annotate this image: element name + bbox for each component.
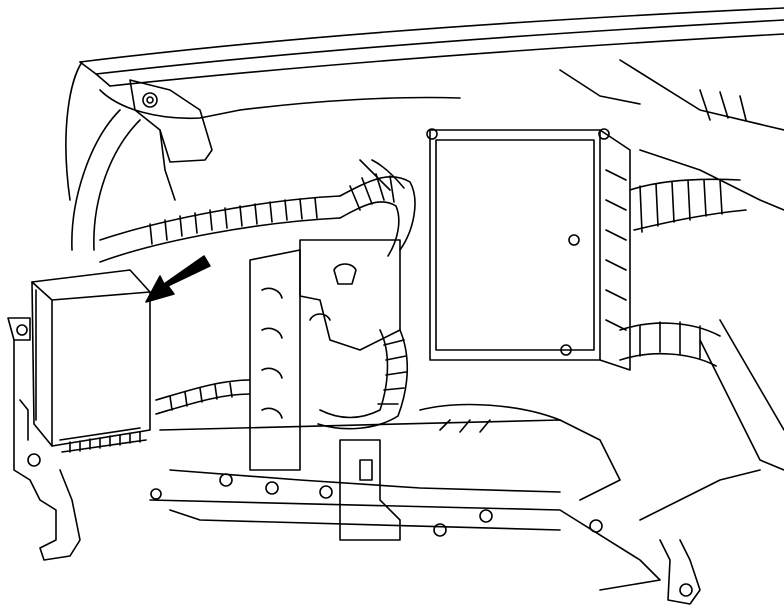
lower-structure — [149, 403, 661, 591]
upper-bracket — [129, 79, 213, 201]
solid-arrow-icon — [145, 255, 211, 303]
module-bracket — [7, 317, 81, 561]
center-panel — [426, 128, 631, 371]
dash-top-edge — [65, 7, 784, 201]
electronic-module — [31, 269, 151, 453]
wiring-harness — [99, 159, 747, 430]
right-bracket — [639, 149, 784, 605]
left-frame — [71, 109, 141, 251]
support-column — [249, 249, 301, 471]
mounting-plate — [299, 239, 401, 351]
